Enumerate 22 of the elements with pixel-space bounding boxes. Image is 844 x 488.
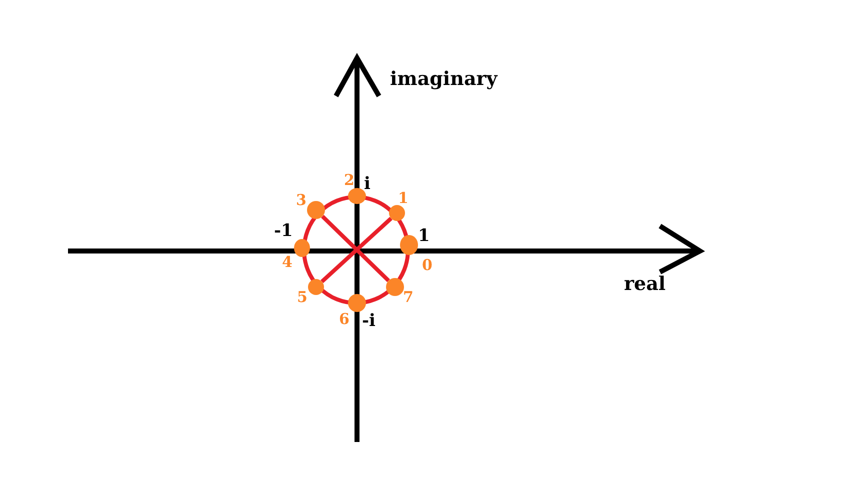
point-dot (348, 188, 366, 204)
point-dot (308, 279, 324, 295)
point-dot (389, 205, 405, 221)
point-dot (307, 201, 325, 219)
point-index: 5 (297, 290, 308, 305)
point-index: 3 (296, 193, 306, 208)
value-label: -i (362, 313, 376, 330)
value-label: -1 (274, 223, 293, 240)
axis-label: imaginary (390, 70, 498, 89)
point-dot (400, 235, 418, 255)
point-dot (348, 294, 366, 312)
axis-label: real (624, 275, 666, 294)
point-index: 2 (344, 173, 354, 188)
point-index: 6 (339, 312, 350, 327)
value-label: 1 (418, 228, 430, 245)
point-dot (386, 278, 404, 296)
point-dot (294, 239, 310, 257)
value-label: i (364, 176, 370, 193)
point-index: 1 (398, 191, 408, 206)
point-index: 0 (422, 258, 432, 273)
point-index: 4 (282, 255, 292, 270)
point-index: 7 (403, 290, 414, 305)
